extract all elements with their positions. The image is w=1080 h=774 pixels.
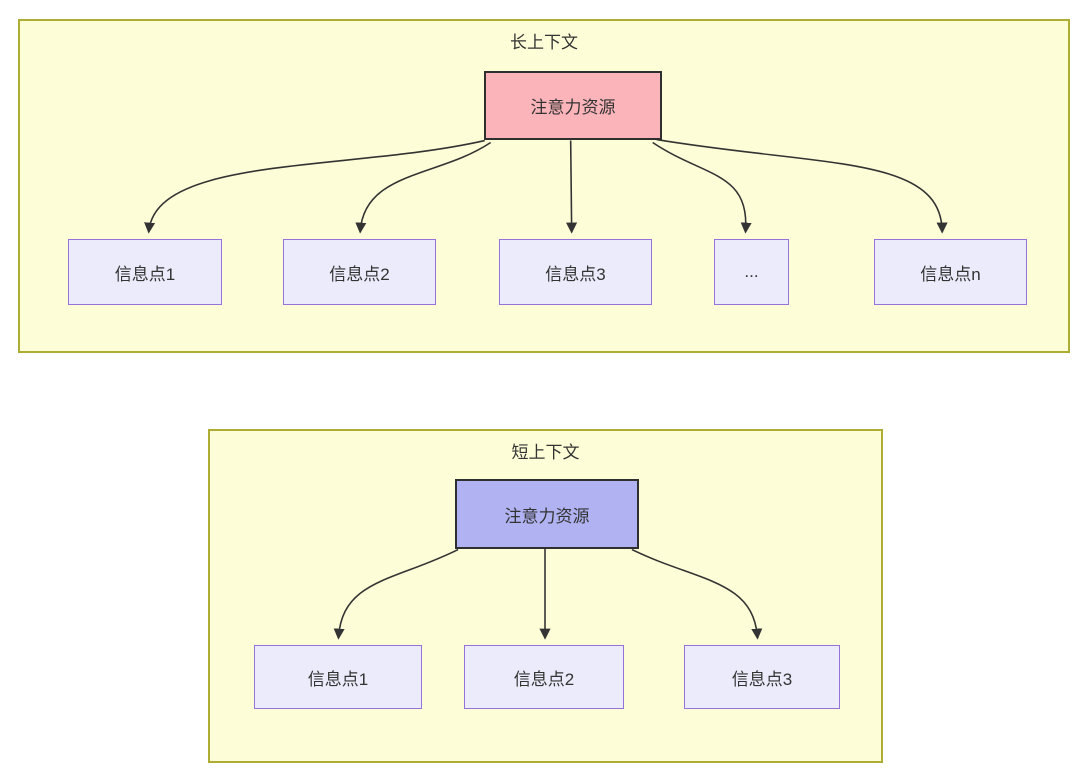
long-attention-box: 注意力资源 — [484, 71, 662, 140]
info-node: 信息点3 — [684, 645, 840, 709]
arrow-long-3 — [566, 140, 578, 234]
arrow-long-5 — [656, 138, 948, 234]
long-attention-label: 注意力资源 — [530, 98, 616, 117]
long-context-title: 长上下文 — [510, 33, 578, 52]
info-node: 信息点2 — [464, 645, 624, 709]
arrow-long-4 — [652, 141, 752, 234]
short-attention-label: 注意力资源 — [504, 506, 590, 526]
short-context-panel: 短上下文 注意力资源 信息点1 信息点2 信息点3 — [208, 429, 883, 763]
info-node: 信息点n — [874, 239, 1027, 305]
info-node: 信息点2 — [283, 239, 436, 305]
arrow-long-1 — [144, 139, 485, 234]
arrow-long-2 — [355, 141, 492, 234]
arrow-short-3 — [631, 548, 763, 640]
info-node: 信息点1 — [254, 645, 422, 709]
info-node: 信息点1 — [68, 239, 222, 305]
long-context-panel: 长上下文 注意力资源 信息点1 信息点2 信息点3 ... 信息点n — [18, 19, 1070, 353]
arrow-short-1 — [333, 548, 459, 640]
info-node: 信息点3 — [499, 239, 652, 305]
short-attention-box: 注意力资源 — [455, 479, 639, 549]
short-context-title: 短上下文 — [511, 443, 580, 462]
info-node-ellipsis: ... — [714, 239, 789, 305]
